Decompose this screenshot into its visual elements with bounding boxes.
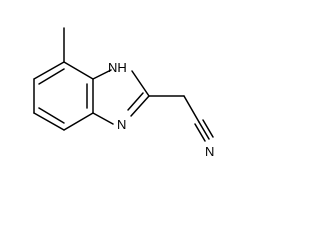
bond-ch2-cn (183, 95, 200, 123)
imidazole-ring (92, 69, 150, 125)
triple-bond-line-2 (194, 123, 206, 142)
molecule-structure-diagram: NH N N (33, 27, 214, 159)
bond-c7-c7a (63, 112, 94, 131)
bond-n3-c7a (92, 112, 114, 125)
bond-c3a-c4 (63, 61, 94, 80)
page: NH N N (0, 0, 223, 161)
bond-n1-c2 (131, 70, 150, 97)
atom-label-nh: NH (108, 60, 127, 75)
triple-bond-line-1 (198, 121, 210, 140)
bond-c6-c7 (33, 112, 65, 131)
double-bond-c4-c5 (38, 68, 65, 85)
cyanomethyl-side-chain (148, 95, 214, 142)
double-bond-c6-c7 (38, 107, 65, 124)
bond-c2-n3 (130, 95, 150, 117)
bond-c4-c5 (33, 61, 65, 80)
double-bond-c2-n3 (127, 92, 144, 111)
triple-bond-line-3 (202, 119, 214, 138)
atom-label-nitrile-n: N (205, 144, 214, 159)
bond-c3a-n1 (92, 69, 112, 80)
benzene-ring (33, 61, 94, 131)
atom-label-ring-n: N (117, 117, 126, 132)
